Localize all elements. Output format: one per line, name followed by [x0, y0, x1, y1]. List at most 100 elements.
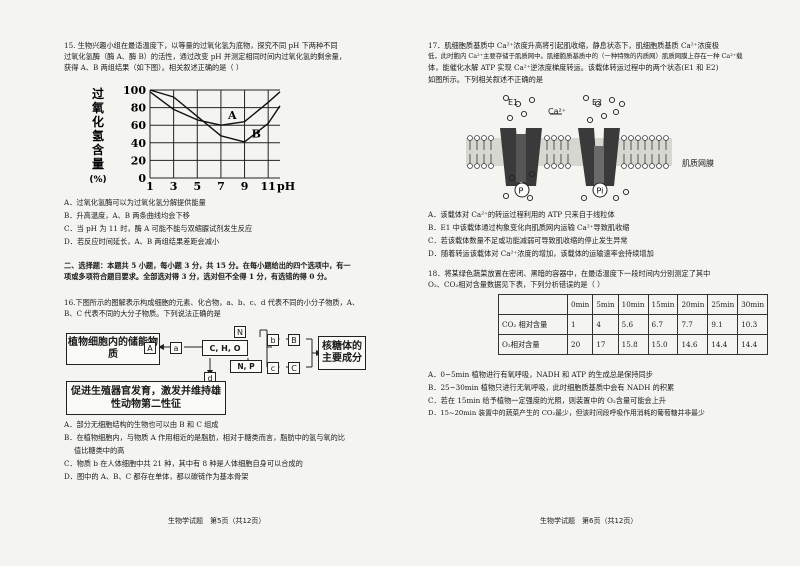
- q16-option-d: D．图中的 A、B、C 都存在单体，都以碳链作为基本骨架: [64, 472, 249, 481]
- calcium-ion-dot: [608, 96, 616, 104]
- table-cell: 14.4: [707, 334, 739, 355]
- state-e2-label: E2: [592, 98, 603, 107]
- calcium-ion-dot: [502, 192, 510, 200]
- ca-pump-diagram: P Pi: [466, 94, 672, 202]
- lipid-head: [467, 135, 473, 141]
- calcium-ion-dot: [528, 96, 536, 104]
- q15-options: A．过氧化氢酶可以为过氧化氢分解提供能量 B．升高温度，A、B 两条曲线均会下移…: [64, 196, 430, 248]
- x-tick-label: 3: [170, 180, 178, 193]
- q15-stem-1: 15. 生物兴趣小组在最适温度下，以等量的过氧化氢为底物，探究不同 pH 下两种…: [64, 41, 338, 50]
- q18-options: A．0~5min 植物进行有氧呼吸，NADH 和 ATP 的生成总是保持同步 B…: [428, 368, 794, 420]
- q17-option-b: B．E1 中该载体通过构象变化向肌质网内运输 Ca²⁺导致肌收缩: [428, 223, 630, 232]
- y-axis-label-char: 过: [92, 86, 104, 101]
- table-row: CO₂ 相对含量 1 4 5.6 6.7 7.7 9.1 10.3: [498, 314, 769, 335]
- q16-stem-1: 16.下图所示的图解表示构成细胞的元素、化合物，a、b、c、d 代表不同的小分子…: [64, 298, 360, 307]
- sr-membrane-label: 肌质网膜: [682, 159, 714, 168]
- lipid-head: [642, 163, 648, 169]
- lipid-head: [663, 135, 669, 141]
- lipid-head: [558, 135, 564, 141]
- table-cell: 15.0: [647, 334, 679, 355]
- q16-stem: 16.下图所示的图解表示构成细胞的元素、化合物，a、b、c、d 代表不同的小分子…: [64, 297, 430, 319]
- lipid-head: [474, 163, 480, 169]
- lipid-head: [481, 163, 487, 169]
- y-tick-label: 80: [131, 102, 147, 115]
- series-label-A: A: [227, 109, 237, 122]
- table-header-cell: 25min: [707, 294, 739, 315]
- q17-options: A．该载体对 Ca²⁺的转运过程利用的 ATP 只来自于线粒体 B．E1 中该载…: [428, 208, 794, 260]
- calcium-ion-dot: [618, 100, 626, 108]
- calcium-ion-dot: [508, 174, 516, 182]
- table-cell: 4: [592, 314, 619, 335]
- table-cell: 10.3: [737, 314, 769, 335]
- table-cell: 14.4: [737, 334, 769, 355]
- table-cell: CO₂ 相对含量: [498, 314, 568, 335]
- calcium-ion-label: Ca²⁺: [548, 107, 566, 116]
- y-axis-label-char: 氧: [91, 100, 104, 115]
- q18-option-d: D．15~20min 装置中的蔬菜产生的 CO₂最少，但该时间段呼吸作用消耗的葡…: [428, 409, 705, 417]
- calcium-ion-dot: [600, 112, 608, 120]
- calcium-ion-dot: [612, 194, 620, 202]
- calcium-ion-dot: [502, 94, 510, 102]
- q15-stem-2: 过氧化氢酶（酶 A、酶 B）的活性，通过改变 pH 并测定相同时间内过氧化氢的剩…: [64, 52, 347, 62]
- q17-stem-1: 17．肌细胞质基质中 Ca²⁺浓度升高将引起肌收缩，静息状态下，肌细胞质基质 C…: [428, 41, 720, 50]
- lipid-head: [565, 135, 571, 141]
- calcium-ion-dot: [582, 94, 590, 102]
- lipid-head: [635, 163, 641, 169]
- lipid-head: [488, 163, 494, 169]
- sex-hormone-box: 促进生殖器官发育，激发并维持雄性动物第二性征: [66, 381, 226, 415]
- lipid-head: [649, 163, 655, 169]
- q17-stem: 17．肌细胞质基质中 Ca²⁺浓度升高将引起肌收缩，静息状态下，肌细胞质基质 C…: [428, 40, 794, 85]
- q17-option-a: A．该载体对 Ca²⁺的转运过程利用的 ATP 只来自于线粒体: [428, 210, 615, 219]
- diagram-N: N: [234, 326, 246, 338]
- table-header-row: 0min 5min 10min 15min 20min 25min 30min: [498, 294, 769, 315]
- q17-stem-3: 体，能催化水解 ATP 实现 Ca²⁺逆浓度梯度转运。该载体转运过程中的两个状态…: [428, 63, 719, 73]
- table-row: O₂相对含量 20 17 15.8 15.0 14.6 14.4 14.4: [498, 334, 769, 355]
- table-header-cell: 5min: [592, 294, 619, 315]
- x-axis-label: pH: [277, 180, 295, 193]
- lipid-head: [474, 135, 480, 141]
- table-cell: 1: [566, 314, 594, 335]
- table-cell: O₂相对含量: [498, 334, 568, 355]
- membrane-lipids: [466, 135, 672, 169]
- calcium-ion-dot: [526, 194, 534, 202]
- q17-option-c: C．若该载体数量不足或功能减弱可导致肌收缩的停止发生异常: [428, 236, 628, 245]
- calcium-ion-dot: [506, 114, 514, 122]
- gas-content-table: 0min 5min 10min 15min 20min 25min 30min …: [498, 294, 769, 355]
- diagram-B: B: [288, 334, 300, 346]
- x-tick-label: 5: [193, 180, 201, 193]
- lipid-head: [481, 135, 487, 141]
- q18-option-a: A．0~5min 植物进行有氧呼吸，NADH 和 ATP 的生成总是保持同步: [428, 370, 653, 379]
- elements-chno-box: C, H, O: [202, 340, 248, 356]
- svg-text:Pi: Pi: [597, 187, 604, 196]
- lipid-head: [642, 135, 648, 141]
- table-header-cell: 20min: [677, 294, 709, 315]
- y-axis-label-char: (%): [89, 175, 106, 185]
- lipid-head: [649, 135, 655, 141]
- calcium-ion-dot: [528, 170, 536, 178]
- table-header-cell: [498, 294, 568, 315]
- q16-option-b-cont: 值比糖类中的高: [74, 446, 125, 455]
- q16-stem-2: B、C 代表不同的大分子物质。下列说法正确的是: [64, 309, 221, 319]
- series-line-A: [149, 91, 281, 126]
- lipid-head: [656, 135, 662, 141]
- lipid-head: [621, 163, 627, 169]
- ribosome-component-box: 核糖体的主要成分: [318, 336, 366, 370]
- x-tick-label: 7: [217, 180, 225, 193]
- y-tick-label: 40: [131, 137, 147, 150]
- diagram-c: c: [267, 362, 279, 374]
- x-tick-label: 9: [241, 180, 249, 193]
- lipid-head: [635, 135, 641, 141]
- table-cell: 9.1: [707, 314, 739, 335]
- lipid-head: [663, 163, 669, 169]
- lipid-head: [628, 163, 634, 169]
- table-cell: 6.7: [647, 314, 679, 335]
- table-cell: 15.8: [617, 334, 649, 355]
- q16-option-b: B．在植物细胞内，与物质 A 作用相近的是脂肪，相对于糖类而言，脂肪中的氢与氧的…: [64, 433, 345, 442]
- series-label-B: B: [252, 128, 261, 141]
- q18-stem-1: 18．将某绿色蔬菜放置在密闭、黑暗的容器中，在最适温度下一段时间内分别测定了其中: [428, 269, 711, 278]
- calcium-ion-dot: [594, 100, 602, 108]
- x-tick-label: 1: [146, 180, 154, 193]
- lipid-head: [656, 163, 662, 169]
- calcium-ion-dot: [612, 108, 620, 116]
